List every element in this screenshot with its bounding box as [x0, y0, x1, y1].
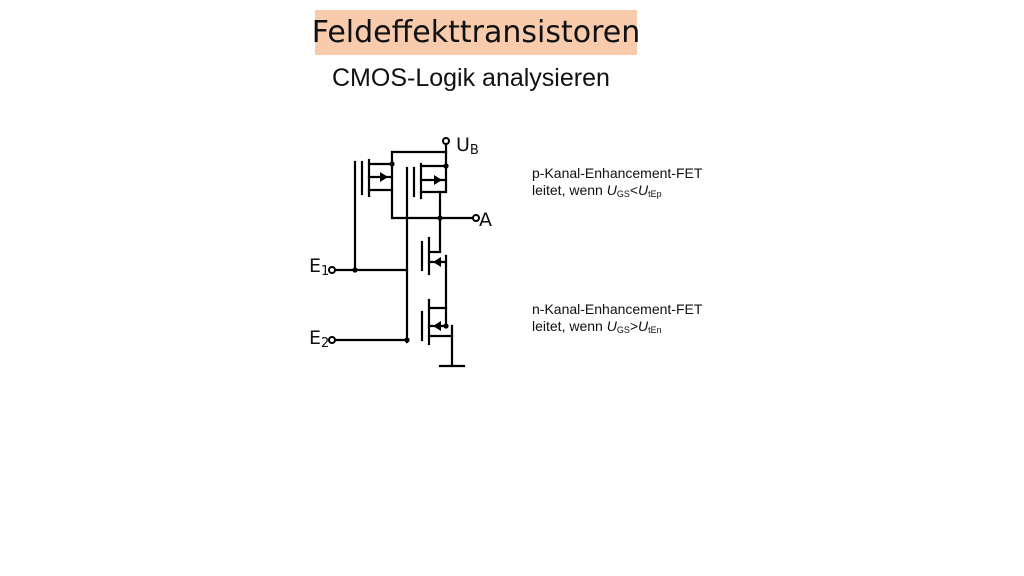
input2-terminal: [328, 336, 336, 344]
nfet-note-line1: n-Kanal-Enhancement-FET: [532, 301, 703, 317]
output-terminal: [472, 214, 480, 222]
pfet-note-sub1: GS: [616, 189, 630, 199]
pfet-note: p-Kanal-Enhancement-FET leitet, wenn UGS…: [532, 165, 702, 203]
junction-dot: [389, 161, 395, 167]
output-label: A: [479, 209, 492, 231]
page-subtitle: CMOS-Logik analysieren: [332, 64, 610, 92]
pfet-note-sub2: tEp: [648, 189, 662, 199]
page-title: Feldeffekttransistoren: [311, 15, 641, 50]
supply-label: UB: [456, 134, 479, 158]
nfet-note-operator: >: [629, 318, 639, 334]
supply-label-main: U: [456, 134, 470, 156]
junction-dot: [437, 215, 443, 221]
cmos-nor-schematic: [328, 137, 480, 368]
pfet-note-line2: leitet, wenn UGS<UtEp: [532, 182, 702, 203]
nfet-note-var1: U: [606, 318, 617, 334]
nfet-note-sub1: GS: [616, 325, 630, 335]
pfet-note-prefix: leitet, wenn: [532, 182, 607, 198]
nfet-note: n-Kanal-Enhancement-FET leitet, wenn UGS…: [532, 301, 702, 339]
supply-terminal: [442, 137, 450, 145]
junction-dot: [443, 323, 449, 329]
input1-terminal: [328, 266, 336, 274]
pfet-note-operator: <: [629, 182, 639, 198]
input1-label: E1: [309, 255, 329, 279]
input2-label-sub: 2: [321, 336, 330, 351]
pfet2-arrow: [434, 175, 442, 185]
supply-label-sub: B: [469, 143, 479, 158]
title-box: Feldeffekttransistoren: [312, 10, 640, 55]
input1-label-sub: 1: [321, 264, 330, 279]
pfet-note-var2: U: [638, 182, 649, 198]
nfet1-arrow: [433, 257, 441, 267]
junction-dot: [404, 337, 410, 343]
pfet-note-var1: U: [606, 182, 617, 198]
junction-dot: [352, 267, 358, 273]
nfet-note-var2: U: [638, 318, 649, 334]
nfet-note-prefix: leitet, wenn: [532, 318, 607, 334]
nfet-note-line2: leitet, wenn UGS>UtEn: [532, 318, 702, 339]
nfet-note-sub2: tEn: [648, 325, 662, 335]
nfet2-arrow: [433, 321, 441, 331]
input2-label-main: E: [309, 327, 322, 349]
pfet-note-line1: p-Kanal-Enhancement-FET: [532, 165, 703, 181]
input1-label-main: E: [309, 255, 322, 277]
input2-label: E2: [309, 327, 329, 351]
junction-dot: [443, 163, 449, 169]
pfet1-arrow: [380, 172, 388, 182]
